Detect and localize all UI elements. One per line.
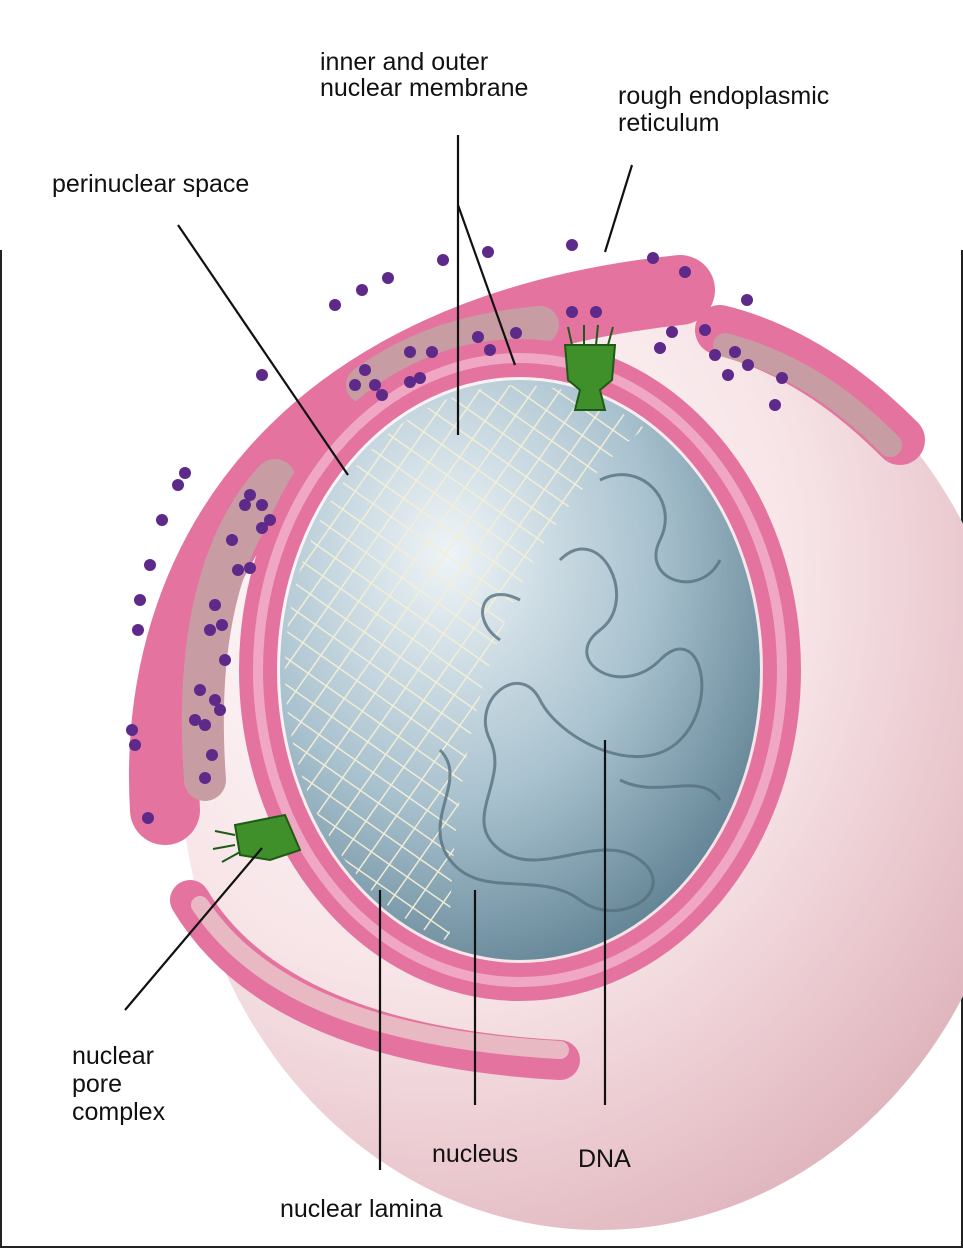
ribosome bbox=[484, 344, 496, 356]
ribosome bbox=[722, 369, 734, 381]
ribosome bbox=[510, 327, 522, 339]
ribosome bbox=[206, 749, 218, 761]
ribosome bbox=[172, 479, 184, 491]
label-nuclear-lamina: nuclear lamina bbox=[280, 1195, 443, 1223]
label-rer-line2: reticulum bbox=[618, 109, 719, 137]
ribosome bbox=[404, 376, 416, 388]
ribosome bbox=[742, 359, 754, 371]
ribosome bbox=[699, 324, 711, 336]
er-lumen-top bbox=[346, 306, 559, 404]
ribosome bbox=[126, 724, 138, 736]
ribosome bbox=[239, 499, 251, 511]
ribosome bbox=[264, 514, 276, 526]
ribosome bbox=[356, 284, 368, 296]
label-pore-line1: nuclear bbox=[72, 1042, 154, 1070]
ribosome bbox=[142, 812, 154, 824]
ribosome bbox=[741, 294, 753, 306]
label-pore-line2: pore bbox=[72, 1070, 122, 1098]
ribosome bbox=[256, 522, 268, 534]
ribosome bbox=[144, 559, 156, 571]
ribosome bbox=[414, 372, 426, 384]
ribosome bbox=[329, 299, 341, 311]
ribosome bbox=[437, 254, 449, 266]
ribosome bbox=[359, 364, 371, 376]
label-perinuclear-space: perinuclear space bbox=[52, 170, 249, 198]
ribosome bbox=[214, 704, 226, 716]
ribosome bbox=[199, 772, 211, 784]
ribosome bbox=[194, 684, 206, 696]
ribosome bbox=[204, 624, 216, 636]
ribosome bbox=[232, 564, 244, 576]
ribosome bbox=[709, 349, 721, 361]
ribosome bbox=[216, 619, 228, 631]
ribosome bbox=[256, 499, 268, 511]
ribosome bbox=[426, 346, 438, 358]
ribosome bbox=[369, 379, 381, 391]
ribosome bbox=[199, 719, 211, 731]
label-dna: DNA bbox=[578, 1145, 631, 1173]
ribosome bbox=[349, 379, 361, 391]
ribosome bbox=[156, 514, 168, 526]
ribosome bbox=[654, 342, 666, 354]
ribosome bbox=[244, 489, 256, 501]
ribosome bbox=[132, 624, 144, 636]
leader-lines bbox=[124, 135, 634, 1170]
ribosome bbox=[382, 272, 394, 284]
label-pore-line3: complex bbox=[72, 1098, 166, 1126]
ribosome bbox=[666, 326, 678, 338]
ribosome bbox=[482, 246, 494, 258]
ribosome bbox=[566, 239, 578, 251]
ribosomes bbox=[126, 239, 788, 824]
ribosome bbox=[219, 654, 231, 666]
ribosome bbox=[256, 369, 268, 381]
ribosome bbox=[679, 266, 691, 278]
ribosome bbox=[189, 714, 201, 726]
nuclear-pore-complex-top bbox=[563, 324, 617, 411]
ribosome bbox=[129, 739, 141, 751]
label-membrane-line1: inner and outer bbox=[320, 48, 488, 76]
ribosome bbox=[566, 306, 578, 318]
ribosome bbox=[404, 346, 416, 358]
ribosome bbox=[226, 534, 238, 546]
ribosome bbox=[134, 594, 146, 606]
dna-strand bbox=[438, 473, 722, 912]
ribosome bbox=[179, 467, 191, 479]
ribosome bbox=[647, 252, 659, 264]
ribosome bbox=[776, 372, 788, 384]
ribosome bbox=[729, 346, 741, 358]
ribosome bbox=[376, 389, 388, 401]
label-nucleus: nucleus bbox=[432, 1140, 518, 1168]
ribosome bbox=[244, 562, 256, 574]
ribosome bbox=[590, 306, 602, 318]
label-rer-line1: rough endoplasmic bbox=[618, 82, 829, 110]
ribosome bbox=[769, 399, 781, 411]
nuclear-pore-complex-left bbox=[212, 813, 302, 863]
label-membrane-line2: nuclear membrane bbox=[320, 74, 528, 102]
ribosome bbox=[209, 694, 221, 706]
ribosome bbox=[209, 599, 221, 611]
ribosome bbox=[472, 331, 484, 343]
